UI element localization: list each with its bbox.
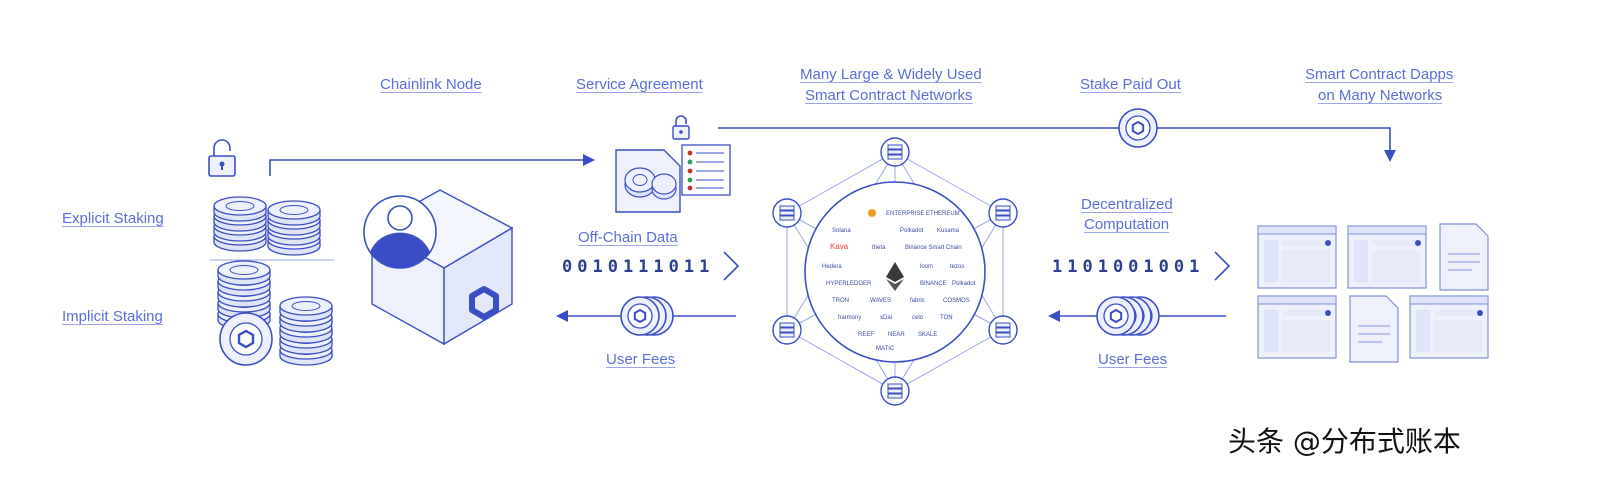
user-fees-right-label[interactable]: User Fees — [1098, 351, 1168, 368]
logo-skale: SKALE — [918, 332, 937, 338]
logo-xdai: xDai — [880, 315, 892, 321]
logo-celo: celo — [912, 315, 924, 321]
off-chain-data-label[interactable]: Off-Chain Data — [578, 229, 678, 246]
logo-binance: BINANCE — [920, 281, 947, 287]
dapps-label-line2[interactable]: on Many Networks — [1318, 87, 1443, 104]
logo-kusama: Kusama — [937, 228, 960, 234]
networks-label-line1[interactable]: Many Large & Widely Used — [800, 66, 982, 83]
dapp-page-icon — [1439, 223, 1489, 291]
logo-cosmos: COSMOS — [943, 298, 970, 304]
arrow-down-icon — [1384, 150, 1396, 162]
user-fees-coins-icon — [620, 296, 674, 336]
user-avatar-icon — [363, 195, 437, 269]
logo-ton: TON — [940, 315, 953, 321]
explicit-staking-label[interactable]: Explicit Staking — [62, 210, 164, 227]
logo-near: NEAR — [888, 332, 905, 338]
chainlink-node-label[interactable]: Chainlink Node — [380, 76, 482, 93]
logo-bsc: Binance Smart Chain — [905, 245, 962, 251]
dapp-window-icon — [1257, 225, 1337, 289]
decentralized-label-line1[interactable]: Decentralized — [1081, 196, 1173, 213]
arrow-left-icon — [556, 310, 568, 322]
dapp-page-icon — [1349, 295, 1399, 363]
server-node-icon — [880, 376, 910, 406]
logo-polkadot: Polkadot — [900, 228, 924, 234]
server-node-icon — [772, 315, 802, 345]
server-node-icon — [988, 315, 1018, 345]
stake-paid-out-label[interactable]: Stake Paid Out — [1080, 76, 1181, 93]
server-node-icon — [988, 198, 1018, 228]
dapp-window-icon — [1257, 295, 1337, 359]
logo-reef: REEF — [858, 332, 874, 338]
coin-stack-icon — [217, 260, 333, 366]
document-icon — [615, 144, 731, 213]
logo-hedera: Hedera — [822, 264, 842, 270]
logo-matic: MATIC — [876, 346, 895, 352]
logo-tron: TRON — [832, 298, 849, 304]
logo-harmony: harmony — [838, 315, 861, 321]
watermark: 头条 @分布式账本 — [1228, 425, 1461, 458]
logo-loom: loom — [920, 264, 933, 270]
logo-enterprise-ethereum: ENTERPRISE ETHEREUM — [886, 211, 960, 217]
dapp-window-icon — [1409, 295, 1489, 359]
padlock-icon — [672, 115, 690, 140]
networks-label-line2[interactable]: Smart Contract Networks — [805, 87, 973, 104]
bitstream-right: 1101001001 — [1052, 257, 1205, 277]
logo-theta: theta — [872, 245, 886, 251]
network-logos: ENTERPRISE ETHEREUM Solana Polkadot Kusa… — [822, 209, 976, 352]
decentralized-label-line2[interactable]: Computation — [1084, 216, 1170, 233]
arrow-left-icon — [1048, 310, 1060, 322]
bitstream-left: 0010111011 — [562, 257, 715, 277]
logo-kava: Kava — [830, 242, 849, 251]
logo-solana: Solana — [832, 228, 851, 234]
ethereum-icon — [886, 262, 904, 291]
service-agreement-label[interactable]: Service Agreement — [576, 76, 703, 93]
implicit-staking-label[interactable]: Implicit Staking — [62, 308, 163, 325]
logo-tezos: tezos — [950, 264, 964, 270]
logo-hyperledger: HYPERLEDGER — [826, 281, 872, 287]
server-node-icon — [880, 137, 910, 167]
user-fees-coins-icon — [1096, 296, 1160, 336]
coin-stack-icon — [213, 196, 321, 256]
chevron-right-icon — [1214, 251, 1231, 281]
padlock-icon — [208, 139, 236, 177]
server-node-icon — [772, 198, 802, 228]
chevron-right-icon — [723, 251, 740, 281]
dapp-windows — [1257, 223, 1489, 363]
logo-fabric: fabric — [910, 298, 925, 304]
dapps-label-line1[interactable]: Smart Contract Dapps — [1305, 66, 1454, 83]
logo-waves: WAVES — [870, 298, 891, 304]
stake-coin-icon — [1118, 108, 1158, 148]
dapp-window-icon — [1347, 225, 1427, 289]
user-fees-left-label[interactable]: User Fees — [606, 351, 676, 368]
logo-polkadot-2: Polkadot — [952, 281, 976, 287]
